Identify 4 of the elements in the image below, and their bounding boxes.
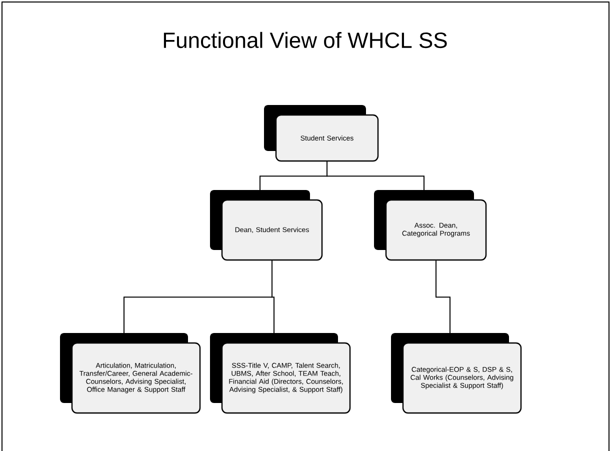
connector <box>272 260 274 334</box>
title: Functional View of WHCL SS <box>164 32 447 48</box>
connector <box>326 161 424 190</box>
connector <box>436 260 450 334</box>
